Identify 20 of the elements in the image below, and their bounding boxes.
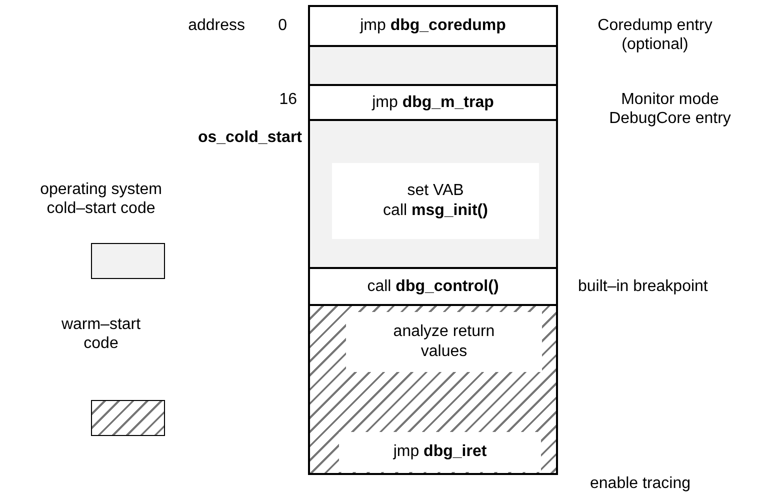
memory-slot: jmp dbg_m_trap (308, 84, 558, 121)
legend-label: operating system cold–start code (39, 180, 163, 218)
symbol-label: os_cold_start (196, 128, 302, 147)
memory-region (308, 119, 558, 269)
code-box: jmp dbg_iret (339, 432, 541, 472)
code-box: analyze return values (346, 312, 542, 372)
memory-slot: jmp dbg_coredump (308, 5, 558, 47)
memory-region (308, 304, 558, 475)
label: address (187, 16, 245, 35)
memory-slot: call dbg_control() (308, 267, 558, 306)
entry-note: Coredump entry (optional) (596, 16, 714, 54)
entry-note: Monitor mode DebugCore entry (608, 90, 732, 128)
legend-label: warm–start code (60, 315, 142, 353)
code-line: call msg_init() (383, 201, 488, 221)
memory-region (308, 45, 558, 86)
address-value: 0 (277, 16, 287, 35)
code-line: set VAB (407, 181, 464, 201)
entry-note: enable tracing (590, 474, 692, 493)
entry-note: built–in breakpoint (578, 277, 709, 296)
address-value: 16 (278, 90, 297, 109)
